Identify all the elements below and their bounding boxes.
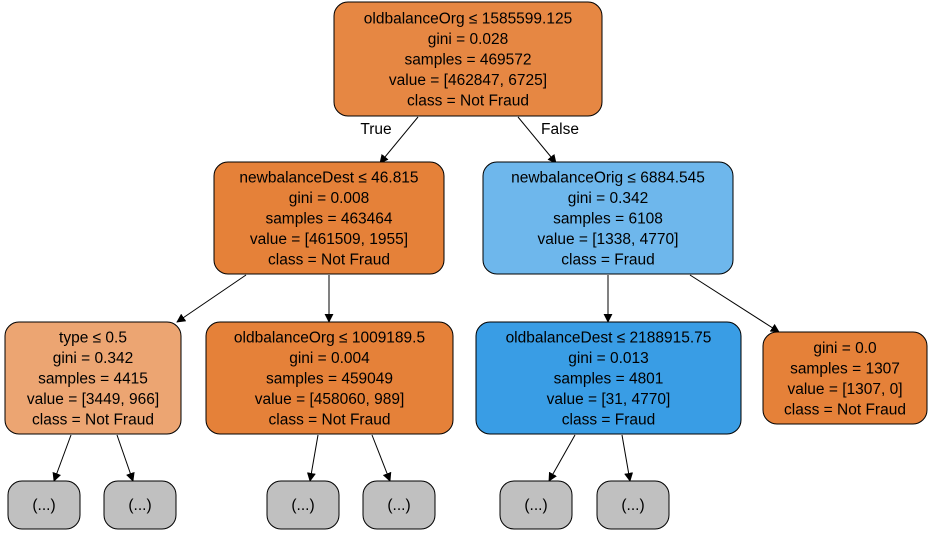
node-left-left-line-5: class = Not Fraud	[32, 412, 154, 429]
node-root: oldbalanceOrg ≤ 1585599.125 gini = 0.028 s…	[333, 1, 603, 117]
node-right-right-line-3: value = [1307, 0]	[787, 381, 902, 398]
node-right-left-line-4: value = [31, 4770]	[547, 391, 671, 408]
truncated-node-1: (...)	[7, 480, 81, 530]
edge-left-leftleft	[176, 274, 247, 323]
node-left-left-line-4: value = [3449, 966]	[27, 391, 159, 408]
truncated-node-5-label: (...)	[524, 497, 547, 514]
edge-label-false: False	[541, 121, 579, 138]
node-root-line-4: value = [462847, 6725]	[389, 72, 547, 89]
node-right-right-box	[762, 331, 928, 425]
node-left-line-2: gini = 0.008	[289, 190, 370, 207]
truncated-node-3: (...)	[266, 480, 340, 530]
node-root-line-2: gini = 0.028	[428, 31, 509, 48]
edge-right-rightright	[689, 274, 780, 333]
node-left-left-line-2: gini = 0.342	[53, 350, 134, 367]
truncated-node-6-label: (...)	[621, 497, 644, 514]
edge-leftright-trunc2	[371, 434, 392, 482]
truncated-node-3-box	[266, 480, 340, 530]
truncated-node-6: (...)	[596, 480, 670, 530]
truncated-node-2: (...)	[103, 480, 177, 530]
truncated-node-4-box	[362, 480, 436, 530]
node-left-right-box	[205, 321, 454, 435]
node-right-line-3: samples = 6108	[553, 211, 663, 228]
node-right: newbalanceOrig ≤ 6884.545 gini = 0.342 sam…	[482, 161, 734, 275]
node-left-right-line-3: samples = 459049	[266, 371, 393, 388]
node-root-line-5: class = Not Fraud	[407, 93, 529, 110]
tree-nodes: oldbalanceOrg ≤ 1585599.125 gini = 0.028 s…	[4, 1, 928, 530]
node-left-line-3: samples = 463464	[265, 211, 392, 228]
node-root-line-1: oldbalanceOrg ≤ 1585599.125	[364, 11, 572, 28]
node-right-line-1: newbalanceOrig ≤ 6884.545	[511, 170, 705, 187]
node-left-right: oldbalanceOrg ≤ 1009189.5 gini = 0.004 sam…	[205, 321, 454, 435]
truncated-node-6-box	[596, 480, 670, 530]
edge-leftright-trunc1	[306, 434, 319, 482]
node-left-right-line-2: gini = 0.004	[289, 350, 370, 367]
node-left-line-4: value = [461509, 1955]	[250, 231, 408, 248]
edge-leftleft-trunc2	[116, 434, 135, 482]
node-right-left-line-1: oldbalanceDest ≤ 2188915.75	[506, 330, 712, 347]
node-right-right-line-4: class = Not Fraud	[784, 401, 906, 418]
node-right-line-2: gini = 0.342	[568, 190, 649, 207]
node-right-left-line-3: samples = 4801	[554, 371, 664, 388]
edge-root-right	[517, 116, 557, 164]
node-right-left-line-2: gini = 0.013	[568, 350, 649, 367]
truncated-node-2-label: (...)	[128, 497, 151, 514]
node-left-box	[213, 161, 445, 275]
node-left-right-line-5: class = Not Fraud	[269, 412, 391, 429]
edge-label-true: True	[360, 121, 391, 138]
truncated-node-1-box	[7, 480, 81, 530]
node-left-right-line-4: value = [458060, 989]	[255, 391, 405, 408]
node-left-left: type ≤ 0.5 gini = 0.342 samples = 4415 valu…	[4, 321, 182, 435]
truncated-node-1-label: (...)	[32, 497, 55, 514]
node-left-left-box	[4, 321, 182, 435]
truncated-node-4: (...)	[362, 480, 436, 530]
node-right-left-line-5: class = Fraud	[562, 412, 655, 429]
tree-edges	[52, 116, 780, 482]
edge-root-left	[379, 116, 419, 164]
edge-rightleft-trunc2	[621, 434, 634, 482]
node-root-box	[333, 1, 603, 117]
node-right-right: gini = 0.0 samples = 1307 value = [1307, 0…	[762, 331, 928, 425]
node-left: newbalanceDest ≤ 46.815 gini = 0.008 sampl…	[213, 161, 445, 275]
truncated-node-2-box	[103, 480, 177, 530]
node-right-left: oldbalanceDest ≤ 2188915.75 gini = 0.013 s…	[475, 321, 742, 435]
edge-rightleft-trunc1	[548, 434, 576, 482]
truncated-node-5-box	[499, 480, 573, 530]
node-left-line-1: newbalanceDest ≤ 46.815	[239, 170, 418, 187]
truncated-node-4-label: (...)	[387, 497, 410, 514]
node-right-box	[482, 161, 734, 275]
node-right-left-box	[475, 321, 742, 435]
truncated-node-5: (...)	[499, 480, 573, 530]
node-right-right-line-2: samples = 1307	[790, 360, 900, 377]
node-left-left-line-3: samples = 4415	[38, 371, 148, 388]
node-left-line-5: class = Not Fraud	[268, 252, 390, 269]
node-right-right-line-1: gini = 0.0	[813, 340, 877, 357]
node-right-line-4: value = [1338, 4770]	[538, 231, 679, 248]
truncated-node-3-label: (...)	[291, 497, 314, 514]
node-root-line-3: samples = 469572	[404, 52, 531, 69]
node-right-line-5: class = Fraud	[561, 252, 654, 269]
edge-leftleft-trunc1	[52, 434, 72, 482]
node-left-left-line-1: type ≤ 0.5	[59, 330, 127, 347]
node-left-right-line-1: oldbalanceOrg ≤ 1009189.5	[234, 330, 425, 347]
